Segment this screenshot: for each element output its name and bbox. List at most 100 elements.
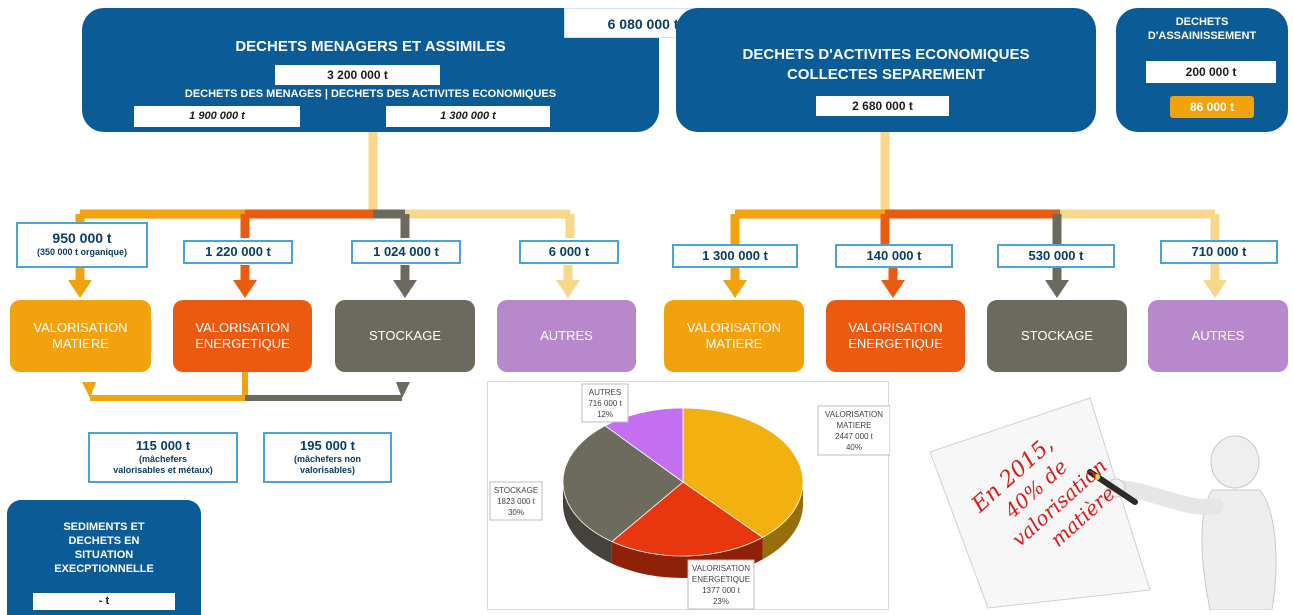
dma-menages-value: 1 900 000 t xyxy=(134,106,300,127)
dae-total: 2 680 000 t xyxy=(816,96,949,116)
dma-panel: DECHETS MENAGERS ET ASSIMILES 3 200 000 … xyxy=(82,8,659,132)
pie-chart-panel: VALORISATION MATIERE 2447 000 t 40% VALORISA… xyxy=(487,381,890,610)
left-category-matiere: VALORISATION MATIERE xyxy=(10,300,151,372)
right-category-energie-line2: ENERGETIQUE xyxy=(848,336,943,351)
machefers-valorisables-line1: (mâchefers xyxy=(138,454,188,464)
pie-label-matiere-line1: VALORISATION xyxy=(825,410,883,419)
pie-label-stockage-line2: 1823 000 t xyxy=(497,497,536,506)
right-category-stockage-label: STOCKAGE xyxy=(1020,328,1093,343)
arrow-down-icon xyxy=(233,280,257,298)
arrow-down-icon xyxy=(393,280,417,298)
pie-label-energie-line1: VALORISATION xyxy=(692,564,750,573)
machefers-non-valorisables-line2: valorisables) xyxy=(299,465,356,475)
left-energie-value: 1 220 000 t xyxy=(183,240,293,264)
right-stockage-value: 530 000 t xyxy=(997,244,1115,268)
dma-total: 3 200 000 t xyxy=(275,65,440,85)
dae-panel: DECHETS D'ACTIVITES ECONOMIQUES COLLECTE… xyxy=(676,8,1096,132)
right-category-matiere-line2: MATIERE xyxy=(705,336,763,351)
paper-sheet xyxy=(929,397,1151,609)
assainissement-sub-value: 86 000 t xyxy=(1170,96,1254,118)
machefers-valorisables-value: 115 000 t xyxy=(135,438,191,453)
dma-subtitle: DECHETS DES MENAGES | DECHETS DES ACTIVI… xyxy=(184,88,557,100)
assainissement-total: 200 000 t xyxy=(1146,61,1276,83)
dma-title: DECHETS MENAGERS ET ASSIMILES xyxy=(235,38,506,55)
left-category-energie: VALORISATION ENERGETIQUE xyxy=(173,300,312,372)
machefers-valorisables-line2: valorisables et métaux) xyxy=(113,465,213,475)
right-autres-value: 710 000 t xyxy=(1160,240,1278,264)
pie-label-energie-line3: 1377 000 t xyxy=(702,586,741,595)
left-stockage-value: 1 024 000 t xyxy=(351,240,461,264)
sediments-value: - t xyxy=(33,593,175,610)
pie-slice-valorisation-matiere xyxy=(682,407,804,538)
assainissement-panel: DECHETS D'ASSAINISSEMENT 200 000 t 86 00… xyxy=(1116,8,1288,132)
pie-label-box-energie xyxy=(687,559,755,610)
pie-label-energie-line4: 23% xyxy=(713,597,729,606)
arrow-down-icon xyxy=(68,280,92,298)
arrow-down-icon xyxy=(881,280,905,298)
sediments-line3: SITUATION xyxy=(74,549,134,561)
arrow-up-icon xyxy=(82,382,96,398)
left-category-stockage: STOCKAGE xyxy=(335,300,475,372)
pie-chart: VALORISATION MATIERE 2447 000 t 40% VALORISA… xyxy=(489,383,890,610)
note-paper-graphic: En 2015, 40% de valorisation matière xyxy=(929,397,1277,610)
left-category-stockage-label: STOCKAGE xyxy=(368,328,441,343)
pie-slice-side xyxy=(762,482,803,560)
assainissement-title-line2: D'ASSAINISSEMENT xyxy=(1147,30,1257,42)
arrow-down-icon xyxy=(556,280,580,298)
right-category-energie: VALORISATION ENERGETIQUE xyxy=(826,300,965,372)
sediments-panel: SEDIMENTS ET DECHETS EN SITUATION EXECPT… xyxy=(7,500,201,615)
machefers-non-valorisables-box: 195 000 t (mâchefers non valorisables) xyxy=(263,432,392,483)
arrow-down-icon xyxy=(1045,280,1069,298)
left-matiere-value: 950 000 t xyxy=(52,230,112,246)
pie-label-energie-line2: ENERGETIQUE xyxy=(692,575,750,584)
right-category-stockage: STOCKAGE xyxy=(987,300,1127,372)
right-matiere-value: 1 300 000 t xyxy=(672,244,798,268)
machefers-valorisables-box: 115 000 t (mâchefers valorisables et mét… xyxy=(88,432,238,483)
pie-label-box-stockage xyxy=(489,481,543,521)
sediments-line2: DECHETS EN xyxy=(68,535,140,547)
pie-label-autres-line2: 716 000 t xyxy=(588,399,622,408)
left-category-autres-label: AUTRES xyxy=(540,328,593,343)
right-energie-value: 140 000 t xyxy=(835,244,953,268)
left-category-energie-line1: VALORISATION xyxy=(195,320,290,335)
pie-label-matiere-line4: 40% xyxy=(846,443,862,452)
left-category-matiere-line1: VALORISATION xyxy=(33,320,128,335)
right-category-autres: AUTRES xyxy=(1148,300,1288,372)
pie-label-stockage-line1: STOCKAGE xyxy=(494,486,538,495)
dma-activites-value: 1 300 000 t xyxy=(386,106,550,127)
machefers-non-valorisables-value: 195 000 t xyxy=(300,438,355,453)
left-matiere-note: (350 000 t organique) xyxy=(36,247,128,257)
right-category-autres-label: AUTRES xyxy=(1191,328,1245,343)
left-category-autres: AUTRES xyxy=(497,300,636,372)
sediments-line1: SEDIMENTS ET xyxy=(63,521,145,533)
pie-label-autres-line1: AUTRES xyxy=(589,388,621,397)
pie-label-matiere-line3: 2447 000 t xyxy=(835,432,874,441)
pie-slice-stockage xyxy=(562,425,684,543)
right-category-energie-line1: VALORISATION xyxy=(848,320,943,335)
dae-title-line1: DECHETS D'ACTIVITES ECONOMIQUES xyxy=(742,46,1030,63)
pie-slice-valorisation-energetique xyxy=(611,481,764,557)
right-category-matiere-line1: VALORISATION xyxy=(686,320,782,335)
machefers-non-valorisables-line1: (mâchefers non xyxy=(293,454,362,464)
pie-label-stockage-line3: 30% xyxy=(508,508,524,517)
note-illustration: En 2015, 40% de valorisation matière xyxy=(920,380,1293,610)
pie-slice-autres xyxy=(604,407,684,483)
arrow-down-icon xyxy=(1203,280,1227,298)
arrow-up-icon xyxy=(396,382,410,398)
pie-slice-side xyxy=(563,482,612,564)
pie-label-matiere-line2: MATIERE xyxy=(837,421,872,430)
left-matiere-value-box: 950 000 t (350 000 t organique) xyxy=(16,222,148,268)
dae-title-line2: COLLECTES SEPAREMENT xyxy=(786,66,986,83)
pie-label-autres-line3: 12% xyxy=(597,410,613,419)
left-category-energie-line2: ENERGETIQUE xyxy=(195,336,290,351)
left-autres-value: 6 000 t xyxy=(519,240,619,264)
assainissement-title-line1: DECHETS xyxy=(1175,16,1229,28)
pie-label-box-matiere xyxy=(817,405,890,456)
person-figure xyxy=(1087,435,1277,610)
sediments-line4: EXECPTIONNELLE xyxy=(54,563,154,575)
right-category-matiere: VALORISATION MATIERE xyxy=(664,300,804,372)
arrow-down-icon xyxy=(723,280,747,298)
left-category-matiere-line2: MATIERE xyxy=(52,336,109,351)
pie-label-box-autres xyxy=(581,383,629,423)
